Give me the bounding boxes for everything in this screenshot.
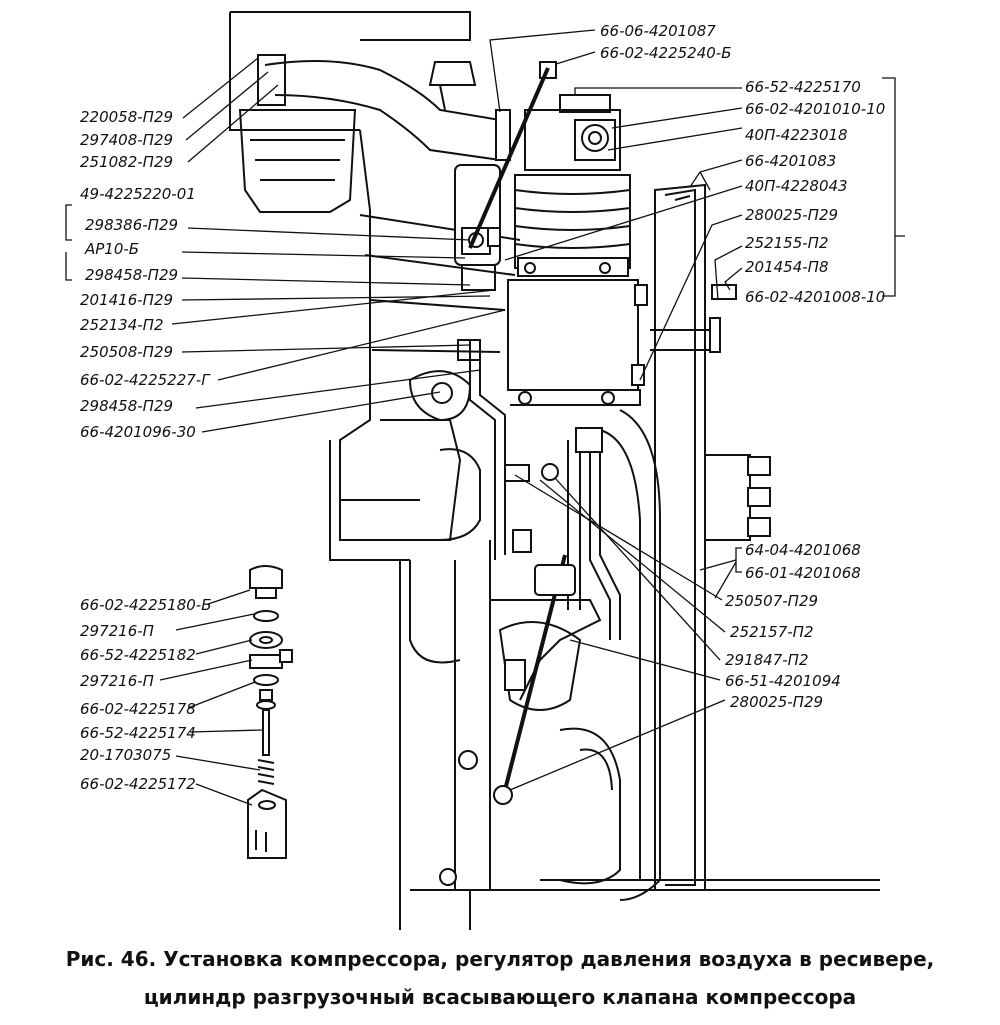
- caption-line-2: цилиндр разгрузочный всасывающего клапан…: [143, 985, 857, 1009]
- label-298458-b: 298458-П29: [80, 397, 173, 415]
- label-250507: 250507-П29: [725, 592, 818, 610]
- label-4225178: 66-02-4225178: [80, 700, 196, 718]
- caption-line-1: Рис. 46. Установка компрессора, регулято…: [65, 947, 935, 971]
- label-297216-b: 297216-П: [80, 672, 154, 690]
- label-64-04-4201068: 64-04-4201068: [745, 541, 861, 559]
- label-4201010: 66-02-4201010-10: [745, 100, 885, 118]
- label-4201083: 66-4201083: [745, 152, 836, 170]
- label-4225182: 66-52-4225182: [80, 646, 196, 664]
- label-ar10: АР10-Б: [84, 240, 139, 258]
- label-252155: 252155-П2: [745, 234, 829, 252]
- belt-pulleys: [559, 183, 771, 901]
- label-4201096: 66-4201096-30: [80, 423, 196, 441]
- label-4225170: 66-52-4225170: [745, 78, 861, 96]
- label-297408: 297408-П29: [80, 131, 173, 149]
- label-4225174: 66-52-4225174: [80, 724, 196, 742]
- label-280025-a: 280025-П29: [745, 206, 838, 224]
- label-4225227: 66-02-4225227-Г: [80, 371, 211, 389]
- engine-block: [229, 11, 880, 930]
- label-4225180: 66-02-4225180-Б: [80, 596, 212, 614]
- label-252134: 252134-П2: [80, 316, 164, 334]
- leader-lines: [65, 29, 905, 806]
- label-250508: 250508-П29: [80, 343, 173, 361]
- label-291847: 291847-П2: [725, 651, 809, 669]
- label-251082: 251082-П29: [80, 153, 173, 171]
- label-297216-a: 297216-П: [80, 622, 154, 640]
- label-4201087: 66-06-4201087: [600, 22, 716, 40]
- label-220058: 220058-П29: [80, 108, 173, 126]
- label-298386: 298386-П29: [85, 216, 178, 234]
- pipes: [457, 61, 621, 805]
- label-4223018: 40П-4223018: [745, 126, 848, 144]
- part-labels: 220058-П29 297408-П29 251082-П29 49-4225…: [80, 22, 885, 793]
- label-4201094: 66-51-4201094: [725, 672, 841, 690]
- label-4201008: 66-02-4201008-10: [745, 288, 885, 306]
- exploded-parts: [247, 565, 293, 859]
- label-49-4225220: 49-4225220-01: [80, 185, 196, 203]
- label-4225172: 66-02-4225172: [80, 775, 196, 793]
- unloader-cylinder: [490, 564, 602, 711]
- label-4228043: 40П-4228043: [745, 177, 848, 195]
- label-201454: 201454-П8: [745, 258, 829, 276]
- pressure-regulator: [454, 164, 501, 291]
- intake-pipe: [257, 54, 511, 161]
- label-252157: 252157-П2: [730, 623, 814, 641]
- figure-caption: Рис. 46. Установка компрессора, регулято…: [0, 940, 1000, 1016]
- compressor-installation-diagram: 220058-П29 297408-П29 251082-П29 49-4225…: [65, 11, 905, 930]
- label-4225240: 66-02-4225240-Б: [600, 44, 732, 62]
- label-298458-a: 298458-П29: [85, 266, 178, 284]
- compressor: [507, 94, 648, 406]
- label-280025-b: 280025-П29: [730, 693, 823, 711]
- label-201416: 201416-П29: [80, 291, 173, 309]
- label-1703075: 20-1703075: [80, 746, 171, 764]
- label-66-01-4201068: 66-01-4201068: [745, 564, 861, 582]
